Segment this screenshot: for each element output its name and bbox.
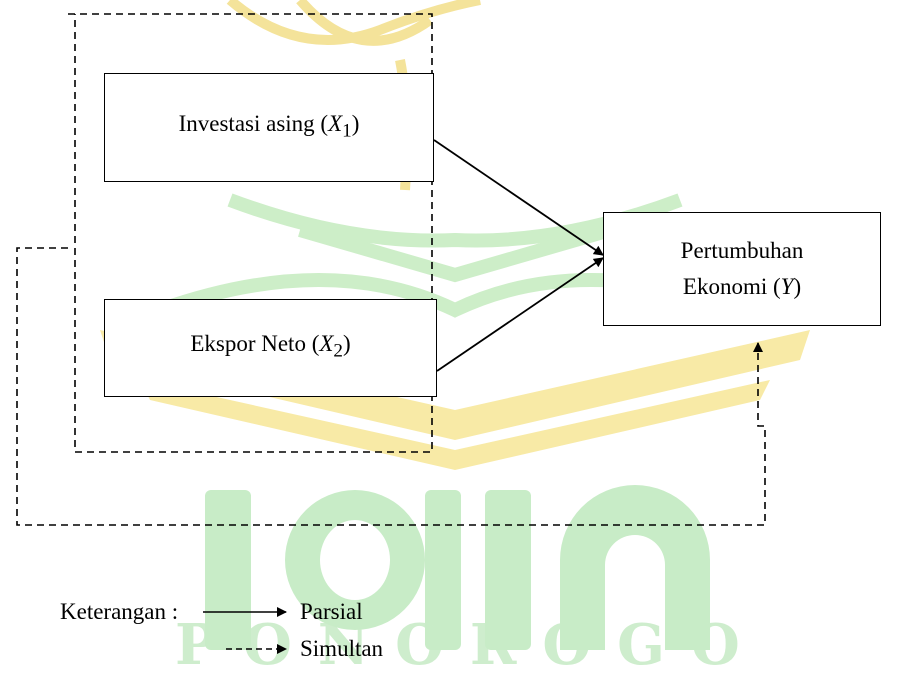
node-net-export: Ekspor Neto (X2) bbox=[104, 299, 437, 397]
legend-simultaneous-label: Simultan bbox=[300, 636, 384, 661]
group-dashed-border bbox=[68, 13, 433, 453]
node-foreign-investment-label: Investasi asing (X1) bbox=[178, 110, 360, 142]
legend-title: Keterangan : bbox=[60, 599, 179, 624]
node-net-export-label: Ekspor Neto (X2) bbox=[190, 331, 351, 362]
partial-arrow-x2 bbox=[436, 257, 604, 372]
node-economic-growth: Pertumbuhan Ekonomi (Y) bbox=[603, 212, 881, 326]
node-economic-growth-line2: Ekonomi (Y) bbox=[682, 274, 802, 299]
node-economic-growth-line1: Pertumbuhan bbox=[680, 238, 804, 263]
simultaneous-path-arrow bbox=[16, 247, 766, 526]
node-foreign-investment: Investasi asing (X1) bbox=[104, 73, 434, 182]
watermark-subtext: PONOROGO bbox=[175, 612, 766, 678]
legend-partial-label: Parsial bbox=[300, 599, 363, 624]
partial-arrow-x1 bbox=[433, 139, 604, 256]
watermark-ribbon-icon bbox=[140, 380, 770, 470]
